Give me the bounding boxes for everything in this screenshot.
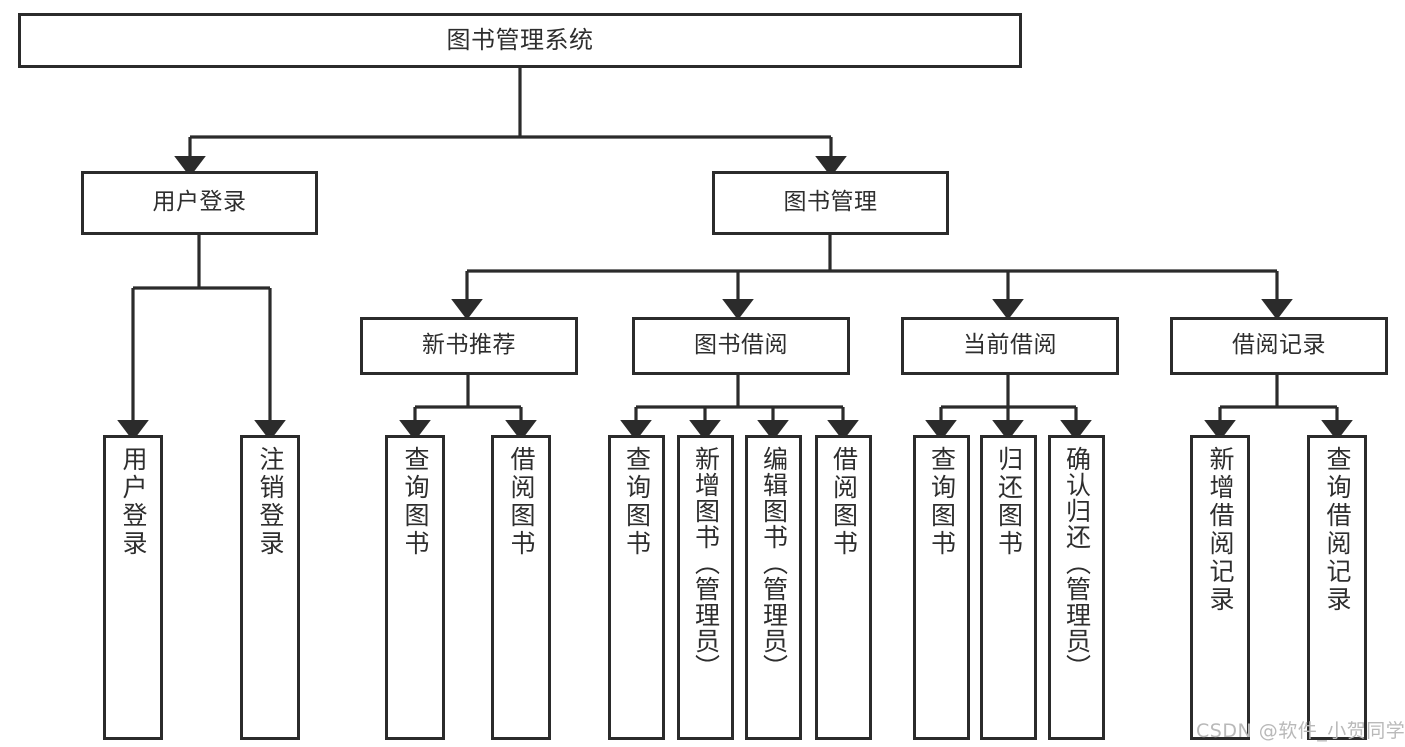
leaf-current-confirm-return-admin[interactable]: 确认归还（管理员） [1048, 435, 1105, 740]
leaf-borrow-borrow-book-label: 借阅图书 [829, 446, 859, 558]
node-root-label: 图书管理系统 [446, 26, 594, 55]
node-book-management[interactable]: 图书管理 [712, 171, 949, 235]
leaf-recommend-borrow-book-label: 借阅图书 [507, 446, 536, 558]
leaf-borrow-edit-book-admin-label: 编辑图书（管理员） [759, 446, 789, 680]
leaf-user-login-logout-label: 注销登录 [256, 446, 285, 558]
node-book-borrow[interactable]: 图书借阅 [632, 317, 850, 375]
leaf-recommend-borrow-book[interactable]: 借阅图书 [491, 435, 551, 740]
node-current-borrow[interactable]: 当前借阅 [901, 317, 1119, 375]
leaf-current-confirm-return-admin-label: 确认归还（管理员） [1062, 446, 1092, 680]
leaf-user-login-login-label: 用户登录 [119, 446, 148, 558]
leaf-record-query-borrow-record-label: 查询借阅记录 [1323, 446, 1352, 614]
node-user-login-label: 用户登录 [152, 189, 247, 216]
node-borrow-record[interactable]: 借阅记录 [1170, 317, 1388, 375]
leaf-record-query-borrow-record[interactable]: 查询借阅记录 [1307, 435, 1367, 740]
leaf-recommend-query-book-label: 查询图书 [401, 446, 430, 558]
node-new-book-recommend[interactable]: 新书推荐 [360, 317, 578, 375]
node-book-borrow-label: 图书借阅 [694, 332, 788, 359]
leaf-current-return-book-label: 归还图书 [994, 446, 1024, 558]
leaf-borrow-query-book[interactable]: 查询图书 [608, 435, 665, 740]
node-root-book-management-system[interactable]: 图书管理系统 [18, 13, 1022, 68]
leaf-borrow-query-book-label: 查询图书 [622, 446, 652, 558]
leaf-user-login-logout[interactable]: 注销登录 [240, 435, 300, 740]
leaf-recommend-query-book[interactable]: 查询图书 [385, 435, 445, 740]
leaf-user-login-login[interactable]: 用户登录 [103, 435, 163, 740]
leaf-borrow-edit-book-admin[interactable]: 编辑图书（管理员） [745, 435, 802, 740]
leaf-borrow-add-book-admin-label: 新增图书（管理员） [691, 446, 721, 680]
node-new-book-recommend-label: 新书推荐 [422, 332, 516, 359]
leaf-current-query-book[interactable]: 查询图书 [913, 435, 970, 740]
csdn-watermark-text: CSDN @软件_小贺同学 [1196, 720, 1405, 742]
leaf-borrow-add-book-admin[interactable]: 新增图书（管理员） [677, 435, 734, 740]
leaf-record-add-borrow-record-label: 新增借阅记录 [1206, 446, 1235, 614]
csdn-watermark: CSDN @软件_小贺同学 [1196, 716, 1405, 743]
node-borrow-record-label: 借阅记录 [1232, 332, 1326, 359]
leaf-current-query-book-label: 查询图书 [927, 446, 957, 558]
leaf-current-return-book[interactable]: 归还图书 [980, 435, 1037, 740]
node-user-login[interactable]: 用户登录 [81, 171, 318, 235]
leaf-borrow-borrow-book[interactable]: 借阅图书 [815, 435, 872, 740]
leaf-record-add-borrow-record[interactable]: 新增借阅记录 [1190, 435, 1250, 740]
node-book-management-label: 图书管理 [783, 189, 878, 216]
node-current-borrow-label: 当前借阅 [963, 332, 1057, 359]
